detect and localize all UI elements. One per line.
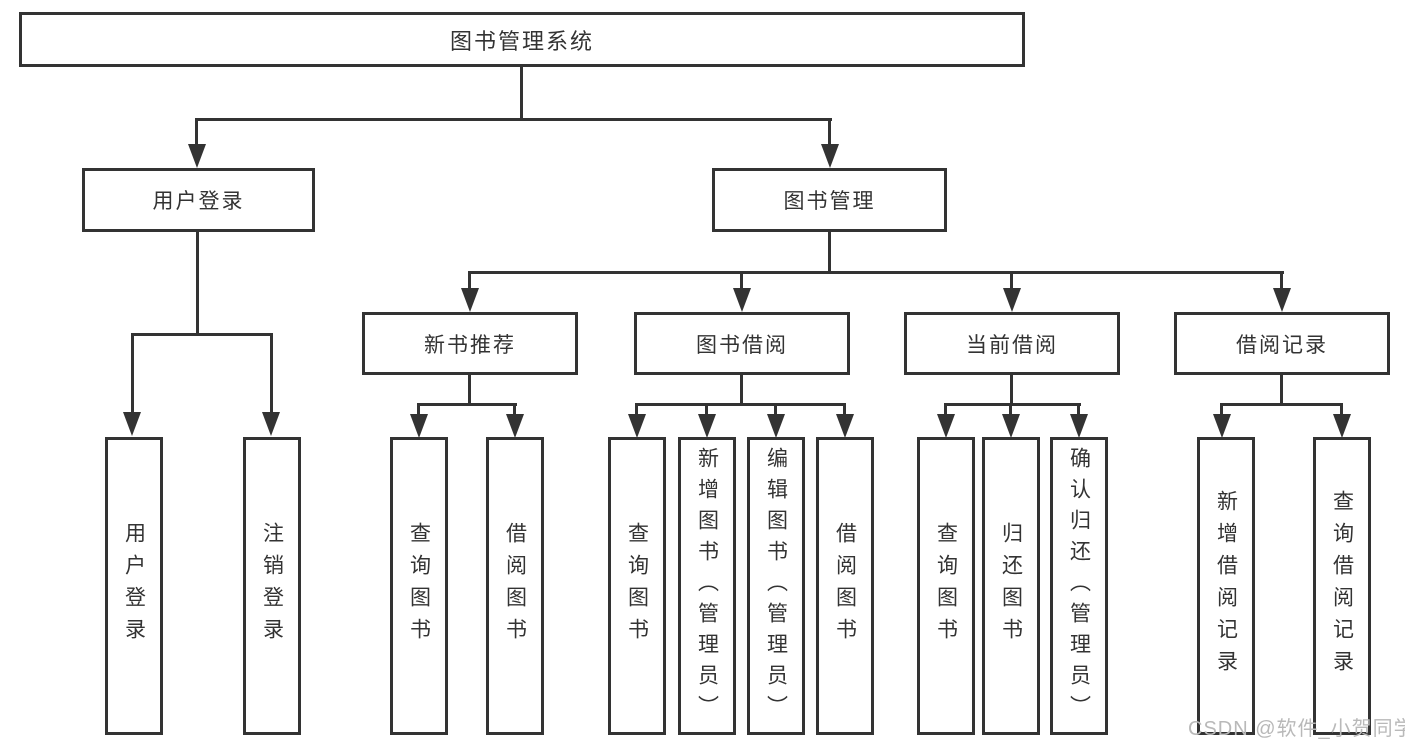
arrow-down-icon: [1213, 414, 1231, 438]
connector-line: [513, 403, 516, 416]
leaf-query-books: 查询图书: [608, 437, 666, 735]
node-borrow-records: 借阅记录: [1174, 312, 1390, 375]
node-current-borrow: 当前借阅: [904, 312, 1120, 375]
connector-line: [774, 403, 777, 416]
connector-line: [740, 271, 743, 291]
arrow-down-icon: [821, 144, 839, 168]
arrow-down-icon: [628, 414, 646, 438]
connector-line: [828, 118, 831, 146]
leaf-label: 查询图书: [625, 522, 649, 650]
arrow-down-icon: [461, 288, 479, 312]
leaf-label: 新增借阅记录: [1214, 490, 1238, 682]
connector-line: [635, 403, 638, 416]
leaf-label: 新增图书（管理员）: [695, 446, 719, 726]
connector-line: [417, 403, 420, 416]
connector-line: [417, 403, 517, 406]
connector-line: [468, 271, 1284, 274]
arrow-down-icon: [1333, 414, 1351, 438]
leaf-add-borrow-record: 新增借阅记录: [1197, 437, 1255, 735]
leaf-label: 查询图书: [934, 522, 958, 650]
node-book-management: 图书管理: [712, 168, 947, 232]
leaf-label: 查询借阅记录: [1330, 490, 1354, 682]
arrow-down-icon: [188, 144, 206, 168]
leaf-borrow-books: 借阅图书: [816, 437, 874, 735]
leaf-label: 注销登录: [260, 522, 284, 650]
arrow-down-icon: [506, 414, 524, 438]
node-new-book-recommend: 新书推荐: [362, 312, 578, 375]
arrow-down-icon: [1003, 288, 1021, 312]
leaf-label: 归还图书: [999, 522, 1023, 650]
connector-line: [1010, 271, 1013, 291]
arrow-down-icon: [123, 412, 141, 436]
connector-line: [270, 333, 273, 414]
connector-line: [944, 403, 947, 416]
arrow-down-icon: [262, 412, 280, 436]
leaf-label: 借阅图书: [833, 522, 857, 650]
leaf-label: 编辑图书（管理员）: [764, 446, 788, 726]
connector-line: [195, 118, 832, 121]
leaf-add-books-admin: 新增图书（管理员）: [678, 437, 736, 735]
node-book-borrow: 图书借阅: [634, 312, 850, 375]
leaf-logout: 注销登录: [243, 437, 301, 735]
connector-line: [520, 64, 523, 121]
connector-line: [705, 403, 708, 416]
connector-line: [468, 271, 471, 291]
connector-line: [131, 333, 273, 336]
connector-line: [1010, 373, 1013, 406]
leaf-label: 确认归还（管理员）: [1067, 446, 1091, 726]
arrow-down-icon: [1002, 414, 1020, 438]
connector-line: [468, 373, 471, 406]
arrow-down-icon: [767, 414, 785, 438]
connector-line: [843, 403, 846, 416]
arrow-down-icon: [1070, 414, 1088, 438]
arrow-down-icon: [698, 414, 716, 438]
connector-line: [944, 403, 1081, 406]
leaf-label: 查询图书: [407, 522, 431, 650]
node-library-management-system: 图书管理系统: [19, 12, 1025, 67]
connector-line: [1077, 403, 1080, 416]
leaf-edit-books-admin: 编辑图书（管理员）: [747, 437, 805, 735]
leaf-user-login: 用户登录: [105, 437, 163, 735]
connector-line: [195, 118, 198, 146]
arrow-down-icon: [410, 414, 428, 438]
arrow-down-icon: [937, 414, 955, 438]
node-user-login: 用户登录: [82, 168, 315, 232]
connector-line: [1280, 271, 1283, 291]
leaf-label: 用户登录: [122, 522, 146, 650]
connector-line: [1221, 403, 1343, 406]
leaf-query-books: 查询图书: [390, 437, 448, 735]
watermark: CSDN @软件_小贺同学: [1188, 718, 1405, 740]
leaf-label: 借阅图书: [503, 522, 527, 650]
arrow-down-icon: [836, 414, 854, 438]
arrow-down-icon: [1273, 288, 1291, 312]
leaf-query-books: 查询图书: [917, 437, 975, 735]
leaf-borrow-books: 借阅图书: [486, 437, 544, 735]
connector-line: [1280, 373, 1283, 406]
leaf-confirm-return-admin: 确认归还（管理员）: [1050, 437, 1108, 735]
leaf-query-borrow-record: 查询借阅记录: [1313, 437, 1371, 735]
leaf-return-books: 归还图书: [982, 437, 1040, 735]
arrow-down-icon: [733, 288, 751, 312]
connector-line: [1340, 403, 1343, 416]
connector-line: [740, 373, 743, 406]
connector-line: [828, 229, 831, 274]
connector-line: [131, 333, 134, 414]
connector-line: [1009, 403, 1012, 416]
connector-line: [635, 403, 846, 406]
connector-line: [1220, 403, 1223, 416]
connector-line: [196, 229, 199, 335]
